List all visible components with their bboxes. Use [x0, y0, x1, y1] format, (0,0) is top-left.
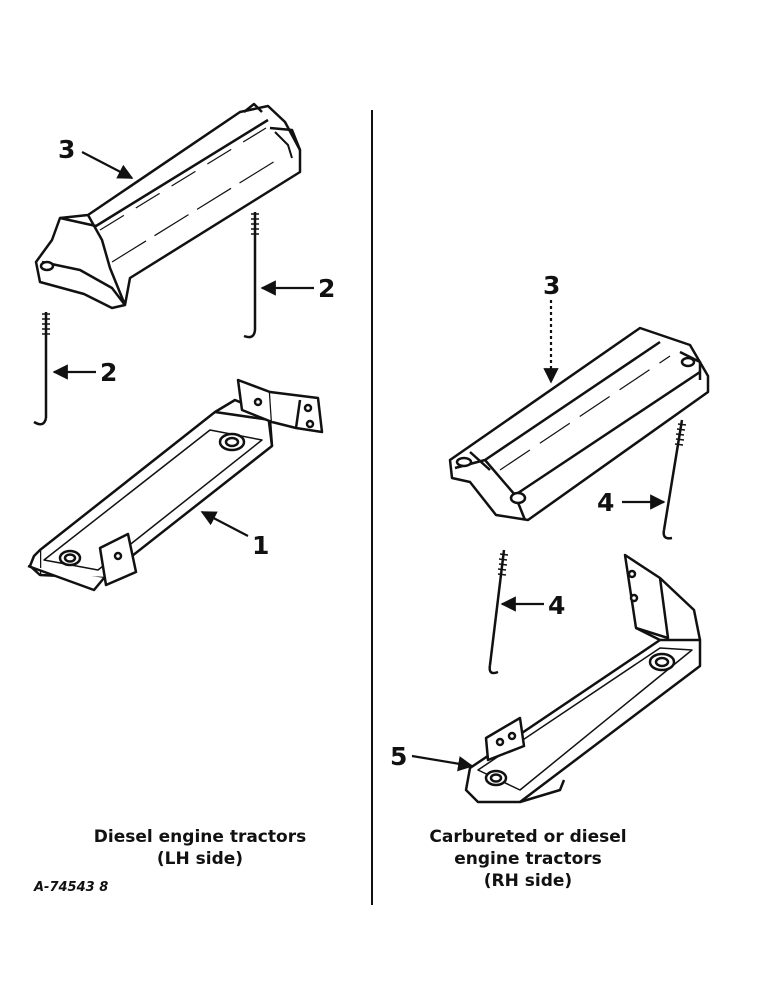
callout-rh-rod-right: 4: [597, 488, 614, 517]
callout-lh-tray: 1: [252, 531, 269, 560]
lh-battery-tray: [27, 378, 324, 592]
callout-lh-rod-right: 2: [318, 274, 335, 303]
callout-lh-rod-left: 2: [100, 358, 117, 387]
rh-battery-cover: [448, 326, 710, 522]
rh-battery-tray: [464, 553, 702, 804]
caption-lh-side: Diesel engine tractors (LH side): [93, 827, 307, 869]
callout-lh-cover: 3: [58, 135, 75, 164]
callout-rh-rod-left: 4: [548, 591, 565, 620]
leader-lh-tray: [200, 511, 249, 537]
leader-lines: [52, 151, 666, 772]
callout-rh-tray: 5: [390, 742, 407, 771]
figure-number: A-74543 8: [34, 880, 109, 895]
caption-rh-side: Carbureted or diesel engine tractors (RH…: [429, 827, 627, 891]
lh-rod-left: [33, 312, 50, 426]
rh-rod-left: [488, 549, 509, 675]
lh-rod-right: [243, 212, 259, 339]
lh-battery-cover: [34, 102, 302, 310]
leader-lh-cover: [81, 151, 134, 179]
callout-rh-cover: 3: [543, 271, 560, 300]
leader-rh-tray: [411, 754, 474, 772]
rh-rod-right: [662, 419, 687, 540]
